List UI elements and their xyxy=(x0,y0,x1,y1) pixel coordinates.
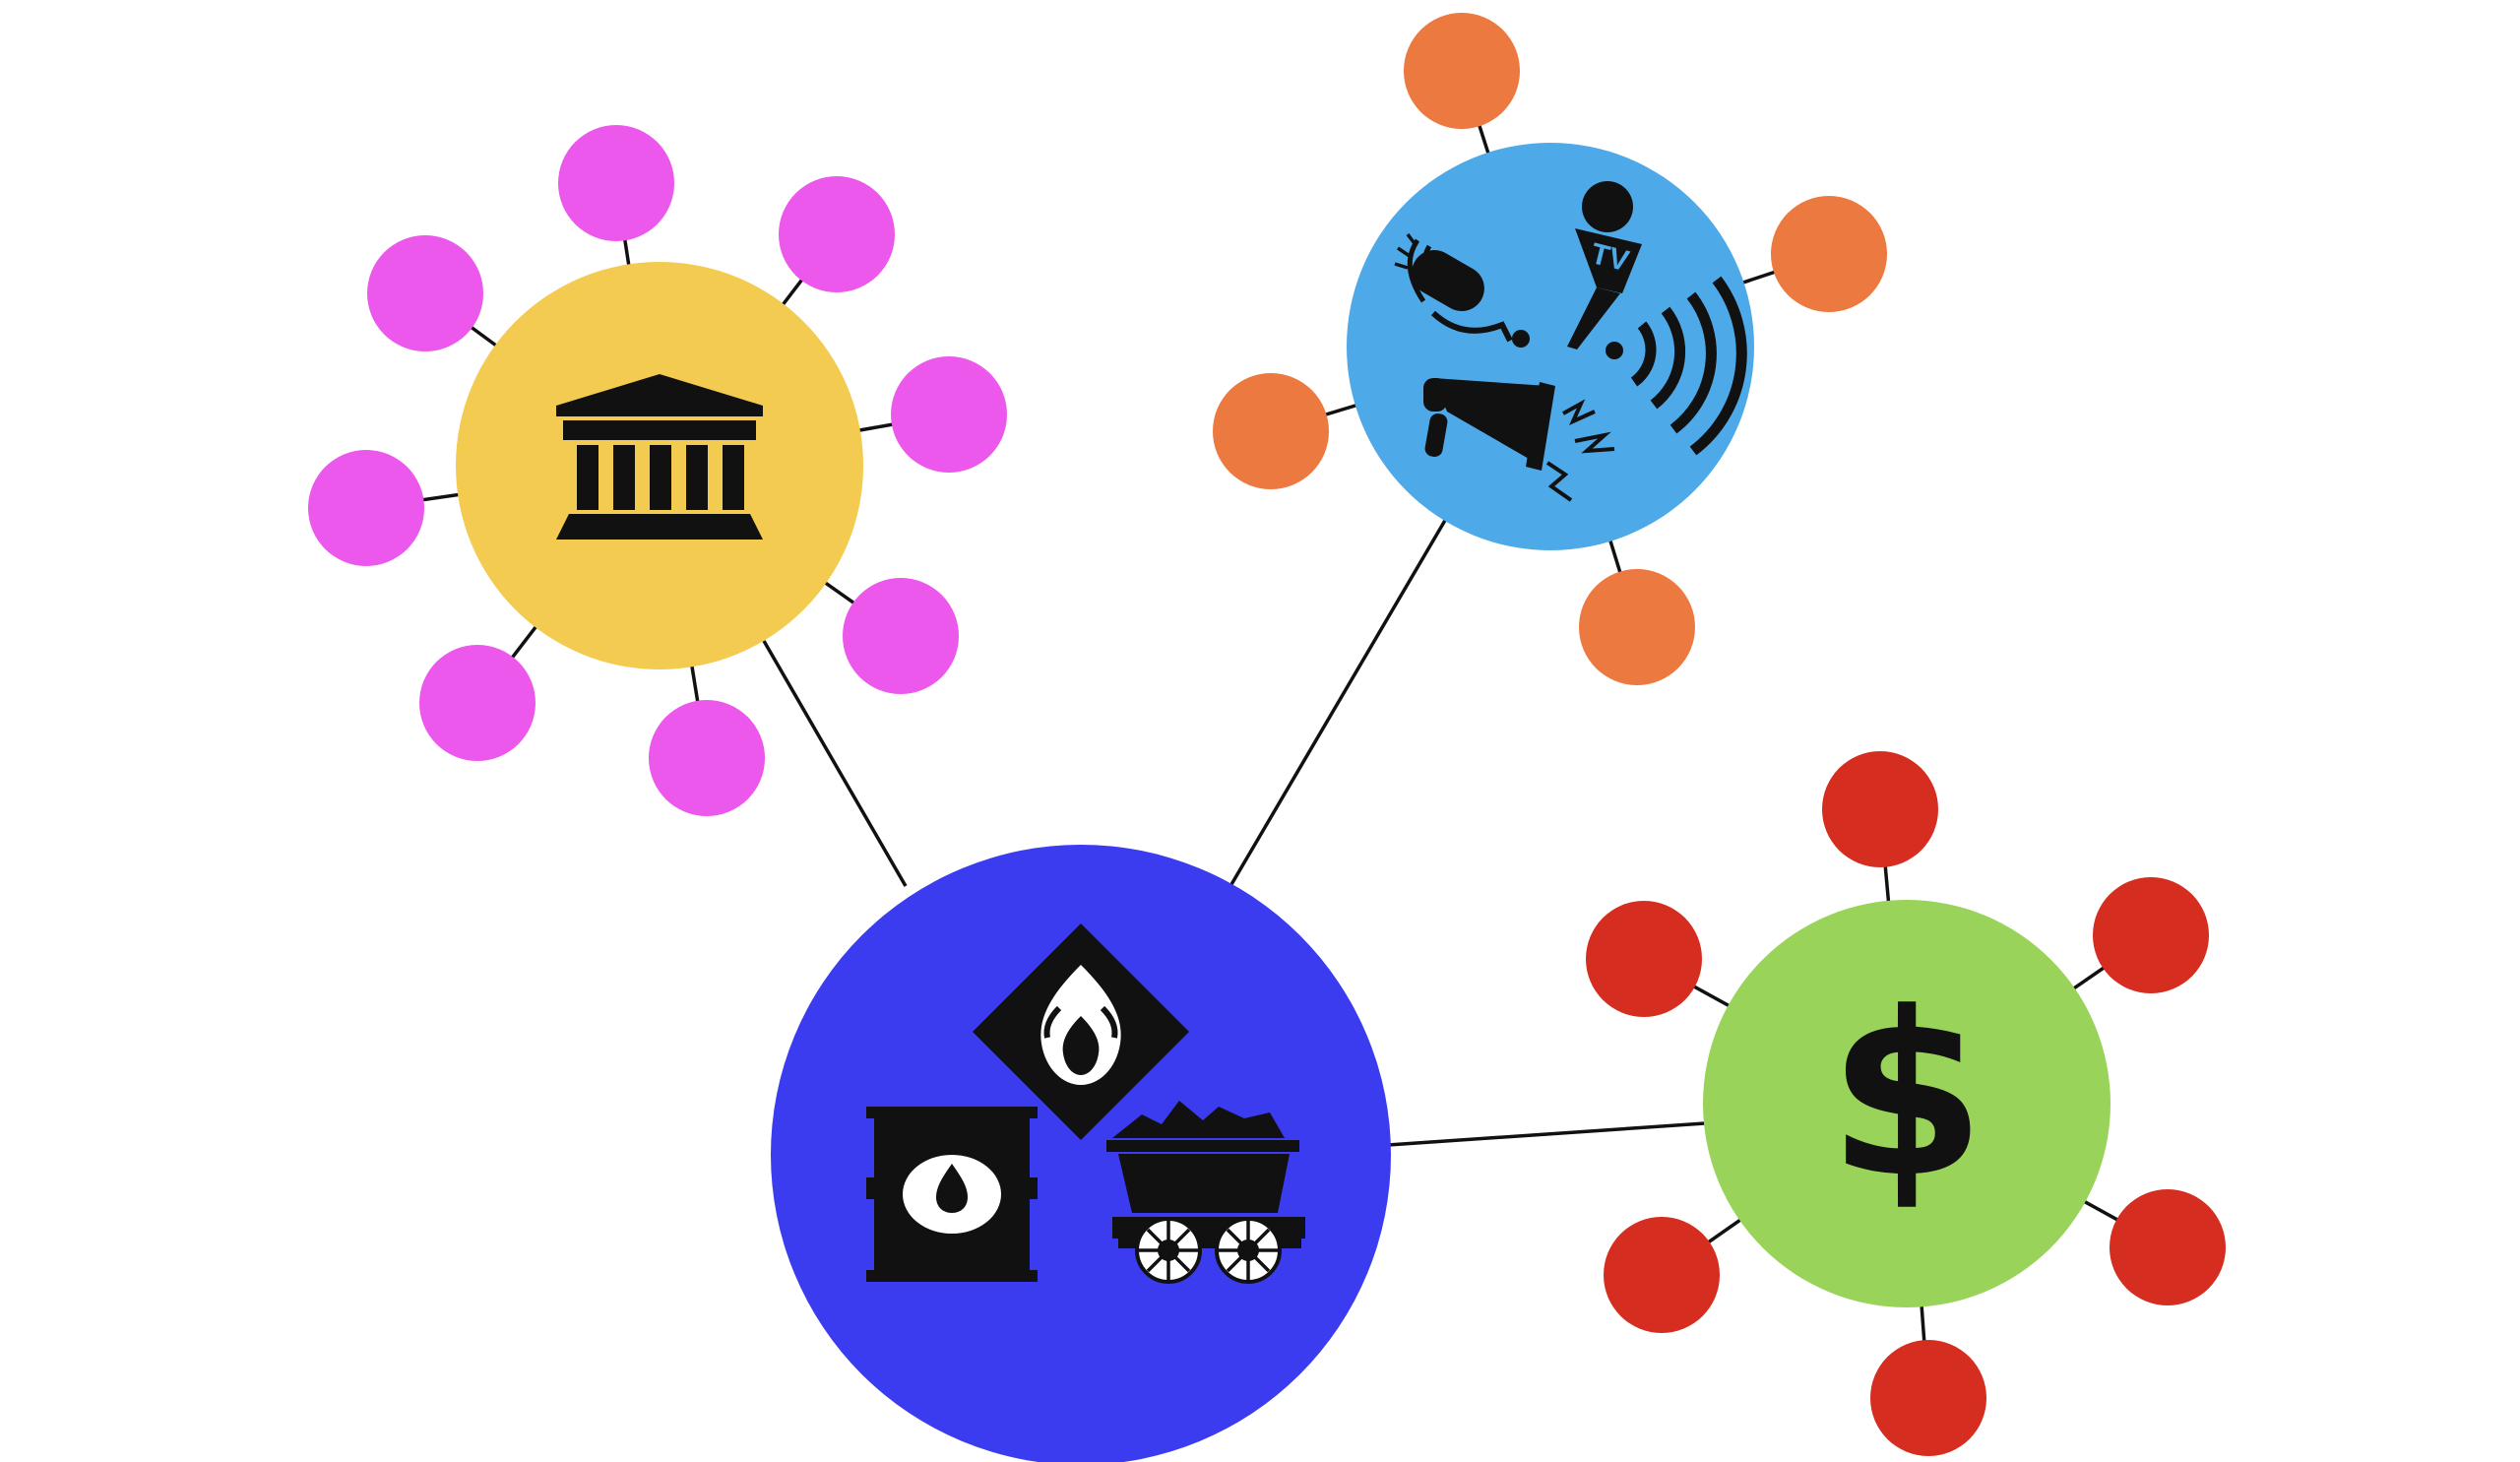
broadcast-signal-icon xyxy=(1606,276,1747,456)
oil-barrel-icon xyxy=(866,1107,1038,1282)
dollar-sign-icon: $ xyxy=(1828,965,1985,1228)
tv-microphone-icon: TV xyxy=(1567,181,1642,350)
government-satellite-node xyxy=(419,645,536,761)
government-satellite-node xyxy=(649,700,765,816)
media-hub-circle xyxy=(1347,143,1754,550)
money-hub: $ xyxy=(1703,900,2110,1307)
fossil-fuels-hub-circle xyxy=(771,845,1391,1462)
edge-center-money xyxy=(1387,1121,1706,1147)
money-satellite-node xyxy=(2110,1189,2226,1305)
coal-cart-icon xyxy=(1106,1101,1305,1284)
government-satellite-node xyxy=(558,125,674,241)
government-building-icon xyxy=(556,374,763,540)
media-satellite-node xyxy=(1213,373,1329,489)
government-satellite-node xyxy=(843,578,959,694)
money-satellite-node xyxy=(1586,901,1702,1017)
fossil-fuels-hub xyxy=(771,845,1391,1462)
money-satellite-node xyxy=(1822,751,1938,867)
money-satellites xyxy=(1586,751,2226,1456)
government-hub xyxy=(456,262,863,669)
money-satellite-node xyxy=(1604,1217,1720,1333)
edge-center-media xyxy=(1228,511,1452,887)
money-hub-circle xyxy=(1703,900,2110,1307)
government-satellite-node xyxy=(891,356,1007,473)
media-satellite-node xyxy=(1404,13,1520,129)
media-hub: TV xyxy=(1347,143,1754,550)
government-satellites xyxy=(308,125,1007,816)
podcast-microphone-icon xyxy=(1394,232,1530,348)
media-satellite-node xyxy=(1579,569,1695,685)
media-satellite-node xyxy=(1771,196,1887,312)
money-satellite-node xyxy=(2093,877,2209,993)
megaphone-icon xyxy=(1423,378,1615,502)
money-satellite-node xyxy=(1870,1340,1986,1456)
gas-flame-diamond-icon xyxy=(973,923,1189,1140)
government-satellite-node xyxy=(779,176,895,292)
media-satellites xyxy=(1213,13,1887,685)
government-satellite-node xyxy=(367,235,483,351)
edge-center-government xyxy=(762,640,908,887)
government-satellite-node xyxy=(308,450,424,566)
